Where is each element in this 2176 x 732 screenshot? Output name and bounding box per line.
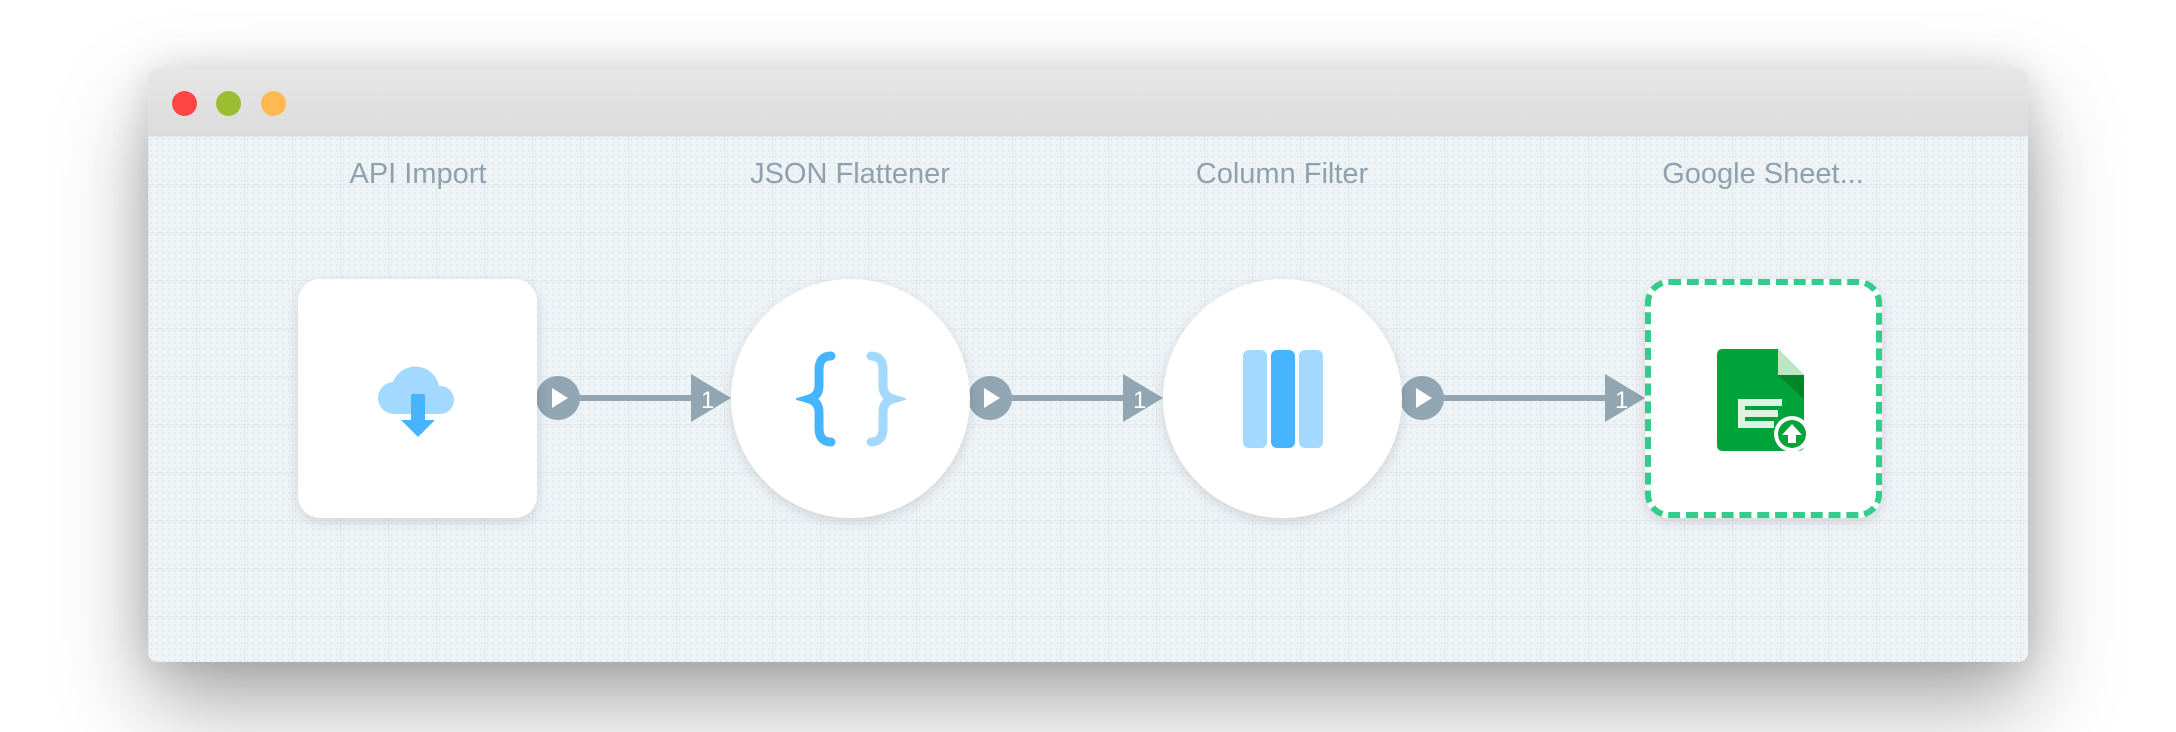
cloud-download-icon [377, 366, 454, 437]
connection-count: 1 [701, 387, 714, 414]
columns-icon [1242, 349, 1323, 448]
input-arrow-icon [1123, 374, 1163, 422]
maximize-button[interactable] [261, 91, 286, 116]
node-label: API Import [349, 158, 487, 190]
connection-2[interactable]: 1 [968, 374, 1163, 422]
input-arrow-icon [1605, 374, 1645, 422]
minimize-button[interactable] [216, 91, 241, 116]
workflow-canvas[interactable]: 1 1 1 [148, 136, 2028, 662]
close-button[interactable] [172, 91, 197, 116]
app-window: 1 1 1 [148, 69, 2028, 662]
connectors: 1 1 1 [536, 374, 1645, 422]
play-icon [984, 388, 1000, 408]
node-column-filter[interactable] [1163, 279, 1402, 518]
play-icon [552, 388, 568, 408]
input-arrow-icon [691, 374, 731, 422]
curly-braces-icon [795, 351, 906, 446]
google-sheets-upload-icon [1716, 348, 1810, 452]
node-label: JSON Flattener [750, 158, 950, 190]
node-google-sheets-selected[interactable] [1645, 279, 1882, 518]
connection-1[interactable]: 1 [536, 374, 731, 422]
node-label: Column Filter [1195, 158, 1369, 190]
node-label: Google Sheet... [1662, 158, 1864, 190]
title-bar [148, 69, 2028, 136]
connection-3[interactable]: 1 [1400, 374, 1645, 422]
connection-count: 1 [1615, 387, 1628, 414]
node-json-flattener[interactable] [731, 279, 970, 518]
play-icon [1416, 388, 1432, 408]
node-api-import[interactable] [298, 279, 537, 518]
connection-count: 1 [1133, 387, 1146, 414]
